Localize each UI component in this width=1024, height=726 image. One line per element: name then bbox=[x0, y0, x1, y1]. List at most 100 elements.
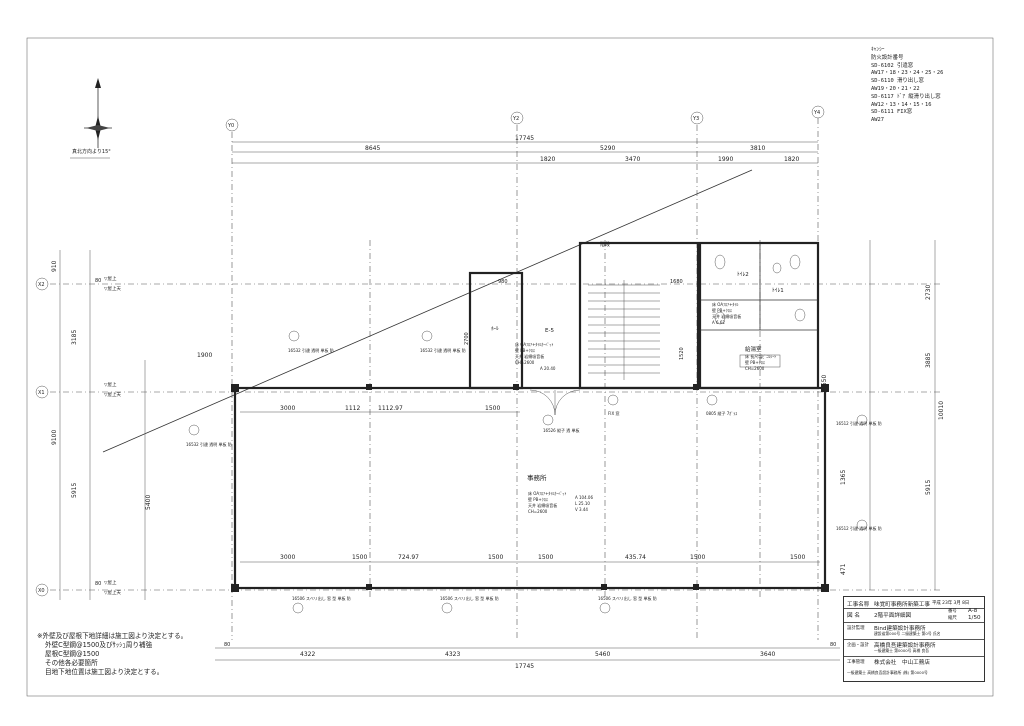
dimensions-right: 2730 3885 10010 5915 1365 4550 471 bbox=[821, 240, 945, 590]
note-line: その他各必要箇所 bbox=[45, 659, 98, 667]
title-block: 工事名称 味覚町事務所新築工事 平成 23年 3月 8日 図 名 2階平面詳細図… bbox=[843, 596, 985, 682]
note-line: 外壁C型鋼@1500及びｻｯｼｭ周り補強 bbox=[45, 641, 153, 649]
dim-bottom-small: 80 bbox=[830, 642, 836, 648]
legend-line: SD-6102 引違窓 bbox=[871, 62, 914, 69]
sheet-label: 番号 bbox=[948, 609, 957, 614]
project-label: 工事名称 bbox=[847, 602, 870, 608]
legend-line: AW27 bbox=[871, 117, 884, 124]
level-label: ▽屋上 bbox=[104, 579, 117, 586]
dim-interior: 1680 bbox=[670, 279, 683, 285]
dim-interior: 1112 bbox=[345, 405, 360, 412]
spec-line: 天井 岩綿吸音板 bbox=[528, 502, 557, 508]
stair-treads bbox=[588, 280, 660, 380]
dim-bottom-4: 3640 bbox=[760, 651, 775, 658]
dim-left-6: 5400 bbox=[145, 495, 152, 510]
grid-axes-left: X2 X1 X0 bbox=[35, 277, 49, 597]
legend-line: SD-6110 滑り出し窓 bbox=[871, 78, 924, 85]
spec-line: 壁 PB+ｸﾛｽ bbox=[528, 496, 548, 502]
legend-line: ｷｬﾝｼｰ bbox=[871, 47, 885, 53]
dim-interior: 1500 bbox=[538, 554, 553, 561]
spec-line: 天井 岩綿吸音板 bbox=[515, 353, 544, 359]
grid-axes-top: Y0 Y2 Y3 Y4 bbox=[225, 105, 825, 132]
axis-y0: Y0 bbox=[227, 123, 234, 129]
grid-lines bbox=[50, 118, 940, 640]
project-name: 味覚町事務所新築工事 bbox=[874, 602, 930, 608]
dim-top-1: 8645 bbox=[365, 145, 380, 152]
dim-bottom-2: 4323 bbox=[445, 651, 460, 658]
wc-specs: 床 OAﾌﾛｱ+ﾀｲﾙ 壁 PB+ｸﾛｽ 天井 岩綿吸音板 A 6.62 bbox=[712, 301, 741, 325]
spec-line: CH=2600 bbox=[515, 360, 535, 365]
drawing-label: 図 名 bbox=[847, 613, 860, 619]
dim-bottom-1: 4322 bbox=[300, 651, 315, 658]
level-label: ▽屋上天 bbox=[104, 391, 121, 398]
axis-y3: Y3 bbox=[692, 116, 699, 122]
scale-value: 1/50 bbox=[968, 615, 981, 621]
drawing-name: 2階平面詳細図 bbox=[874, 613, 912, 619]
dim-interior: 1500 bbox=[352, 554, 367, 561]
door-swing bbox=[529, 389, 581, 416]
dim-left-4: 5915 bbox=[71, 483, 78, 498]
dimensions-bottom: 4322 4323 5460 3640 80 80 17745 bbox=[215, 642, 840, 670]
builder-label: 工事管理 bbox=[847, 660, 865, 665]
note-line: 目地下地位置は施工図より決定とする。 bbox=[45, 668, 164, 676]
dim-top-overall: 17745 bbox=[515, 135, 534, 142]
window-tag: 0805 縦子 7ｶﾞﾗｽ bbox=[706, 410, 737, 416]
drawing-date: 平成 23年 3月 8日 bbox=[932, 601, 970, 606]
dim-interior: 724.97 bbox=[398, 554, 419, 561]
axis-x1: X1 bbox=[38, 390, 45, 396]
window-tags: 16532 引違 透明 単板 防 16532 引違 透明 単板 防 16532 … bbox=[186, 330, 882, 614]
level-label: ▽屋上天 bbox=[104, 589, 121, 596]
sheet-number: A-8 bbox=[968, 608, 978, 614]
legend-line: SD-6111 FIX窓 bbox=[871, 109, 913, 116]
window-tag: FIX 窓 bbox=[608, 410, 620, 416]
office-specs: 床 OAﾌﾛｱ+ﾀｲﾙｶｰﾍﾟｯﾄ 壁 PB+ｸﾛｽ 天井 岩綿吸音板 CH=2… bbox=[528, 490, 593, 514]
spec-line: L 25.10 bbox=[575, 501, 590, 506]
interior-dimension-lines bbox=[240, 411, 820, 563]
room-label-wc-men: ﾄｲﾚ2 bbox=[737, 272, 749, 278]
design-label: 企画・設計 bbox=[847, 643, 869, 648]
dim-top-4: 1820 bbox=[540, 156, 555, 163]
room-label-wc-women: ﾄｲﾚ1 bbox=[772, 288, 784, 294]
dim-right-2: 3885 bbox=[925, 353, 932, 368]
level-label: ▽屋上天 bbox=[104, 285, 121, 292]
dim-interior: 1112.97 bbox=[378, 405, 403, 412]
legend-line: SD-6117 ﾄﾞｱ 縦滑り出し窓 bbox=[871, 93, 941, 100]
scale-label: 縮尺 bbox=[948, 616, 957, 621]
legend-line: AW12・13・14・15・16 bbox=[871, 101, 932, 108]
axis-y4: Y4 bbox=[813, 110, 820, 116]
spec-line: 壁 PB+ｸﾛｽ bbox=[712, 307, 732, 313]
window-tag: 16526 縦子 透 単板 bbox=[543, 427, 580, 433]
window-tag: 16506 スベリ出し 窓 型 単板 防 bbox=[292, 595, 351, 601]
builder-name: 株式会社 中山工務店 bbox=[874, 660, 930, 666]
spec-line: 天井 岩綿吸音板 bbox=[712, 313, 741, 319]
axis-y2: Y2 bbox=[512, 116, 519, 122]
compass-label: 真北方向より15° bbox=[72, 148, 111, 155]
dim-top-3: 3810 bbox=[750, 145, 765, 152]
dim-interior: 1500 bbox=[485, 405, 500, 412]
wc-fixtures bbox=[714, 254, 806, 368]
dim-interior: 435.74 bbox=[625, 554, 646, 561]
dim-left-5: 1900 bbox=[197, 352, 212, 359]
axis-x0: X0 bbox=[38, 588, 45, 594]
dim-interior: 980 bbox=[498, 279, 508, 285]
legend-line: 防火設計番号 bbox=[871, 54, 904, 61]
spec-line: V 3.44 bbox=[575, 507, 588, 512]
legend-line: AW19・20・21・22 bbox=[871, 85, 920, 92]
window-tag: 16532 引違 透明 単板 防 bbox=[420, 347, 466, 353]
dim-top-7: 1820 bbox=[784, 156, 799, 163]
window-tag: 16532 引違 透明 単板 防 bbox=[288, 347, 334, 353]
room-label-hall: ﾎｰﾙ bbox=[491, 326, 499, 332]
dim-interior: 1500 bbox=[790, 554, 805, 561]
room-label-stair: 階段 bbox=[600, 241, 610, 248]
window-tag: 16512 引違 透明 単板 防 bbox=[836, 525, 882, 531]
dim-top-2: 5290 bbox=[600, 145, 615, 152]
spec-line: CH=2600 bbox=[745, 366, 765, 371]
window-tag: 16506 スベリ出し 窓 型 単板 防 bbox=[598, 595, 657, 601]
dim-right-1: 2730 bbox=[925, 285, 932, 300]
columns bbox=[231, 384, 829, 592]
design-sub: 一級建築士 第0000号 高橋 良吾 bbox=[874, 648, 930, 653]
window-legend: ｷｬﾝｼｰ 防火設計番号 SD-6102 引違窓 AW17・18・23・24・2… bbox=[871, 47, 943, 125]
dimensions-left: 910 3185 9100 5915 1900 5400 80 80 bbox=[51, 250, 212, 600]
spec-line: A 6.62 bbox=[712, 320, 725, 325]
